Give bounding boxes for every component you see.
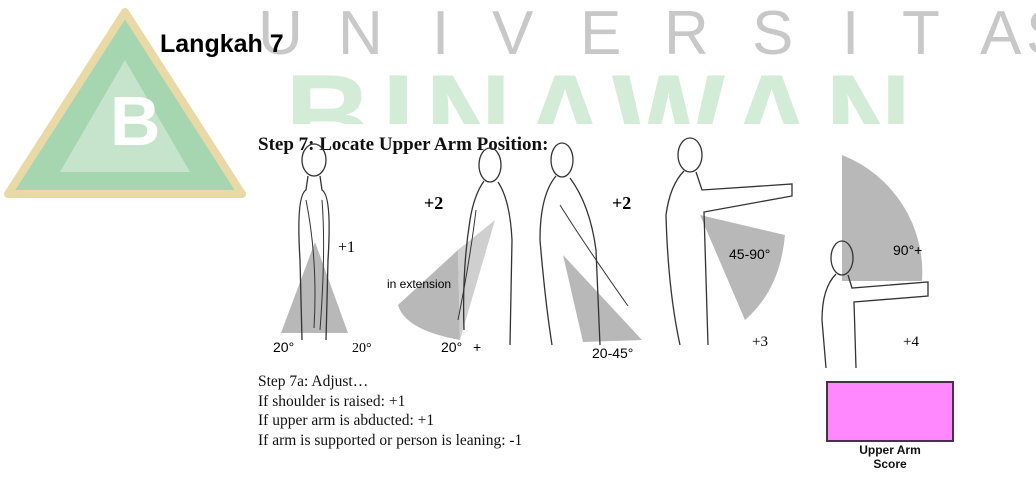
figure-flexion-small: +2 20-45° (540, 143, 642, 361)
adjust-title: Step 7a: Adjust… (258, 372, 522, 392)
figure-2-angle-suffix: + (473, 339, 481, 355)
upper-arm-score-label: Upper Arm Score (828, 443, 952, 471)
figure-flexion-large: 90°+ +4 (822, 155, 928, 368)
score-label-line2: Score (828, 457, 952, 471)
figure-5-score: +4 (903, 334, 919, 350)
score-label-line1: Upper Arm (828, 443, 952, 457)
upper-arm-score-box[interactable] (826, 381, 954, 442)
figure-4-angle: 45-90° (729, 246, 770, 262)
adjustments-list: Step 7a: Adjust… If shoulder is raised: … (258, 372, 522, 450)
figure-1-score: +1 (338, 239, 355, 256)
adjust-line: If arm is supported or person is leaning… (258, 431, 522, 451)
figure-4-score: +3 (752, 334, 768, 350)
adjust-line: If shoulder is raised: +1 (258, 392, 522, 412)
figure-3-angle: 20-45° (592, 345, 633, 361)
figure-3-score: +2 (612, 193, 631, 213)
figure-2-label: in extension (387, 277, 451, 291)
figure-neutral: +1 20° 20° (273, 144, 372, 356)
adjust-line: If upper arm is abducted: +1 (258, 411, 522, 431)
figure-1-angle-right: 20° (352, 341, 372, 356)
figure-flexion-medium: 45-90° +3 (666, 138, 792, 350)
figure-2-score: +2 (424, 193, 443, 213)
figure-extension: +2 in extension 20° + (387, 148, 512, 355)
figure-1-angle-left: 20° (273, 339, 294, 355)
figure-5-angle: 90°+ (893, 242, 922, 258)
figure-2-angle: 20° (441, 339, 462, 355)
